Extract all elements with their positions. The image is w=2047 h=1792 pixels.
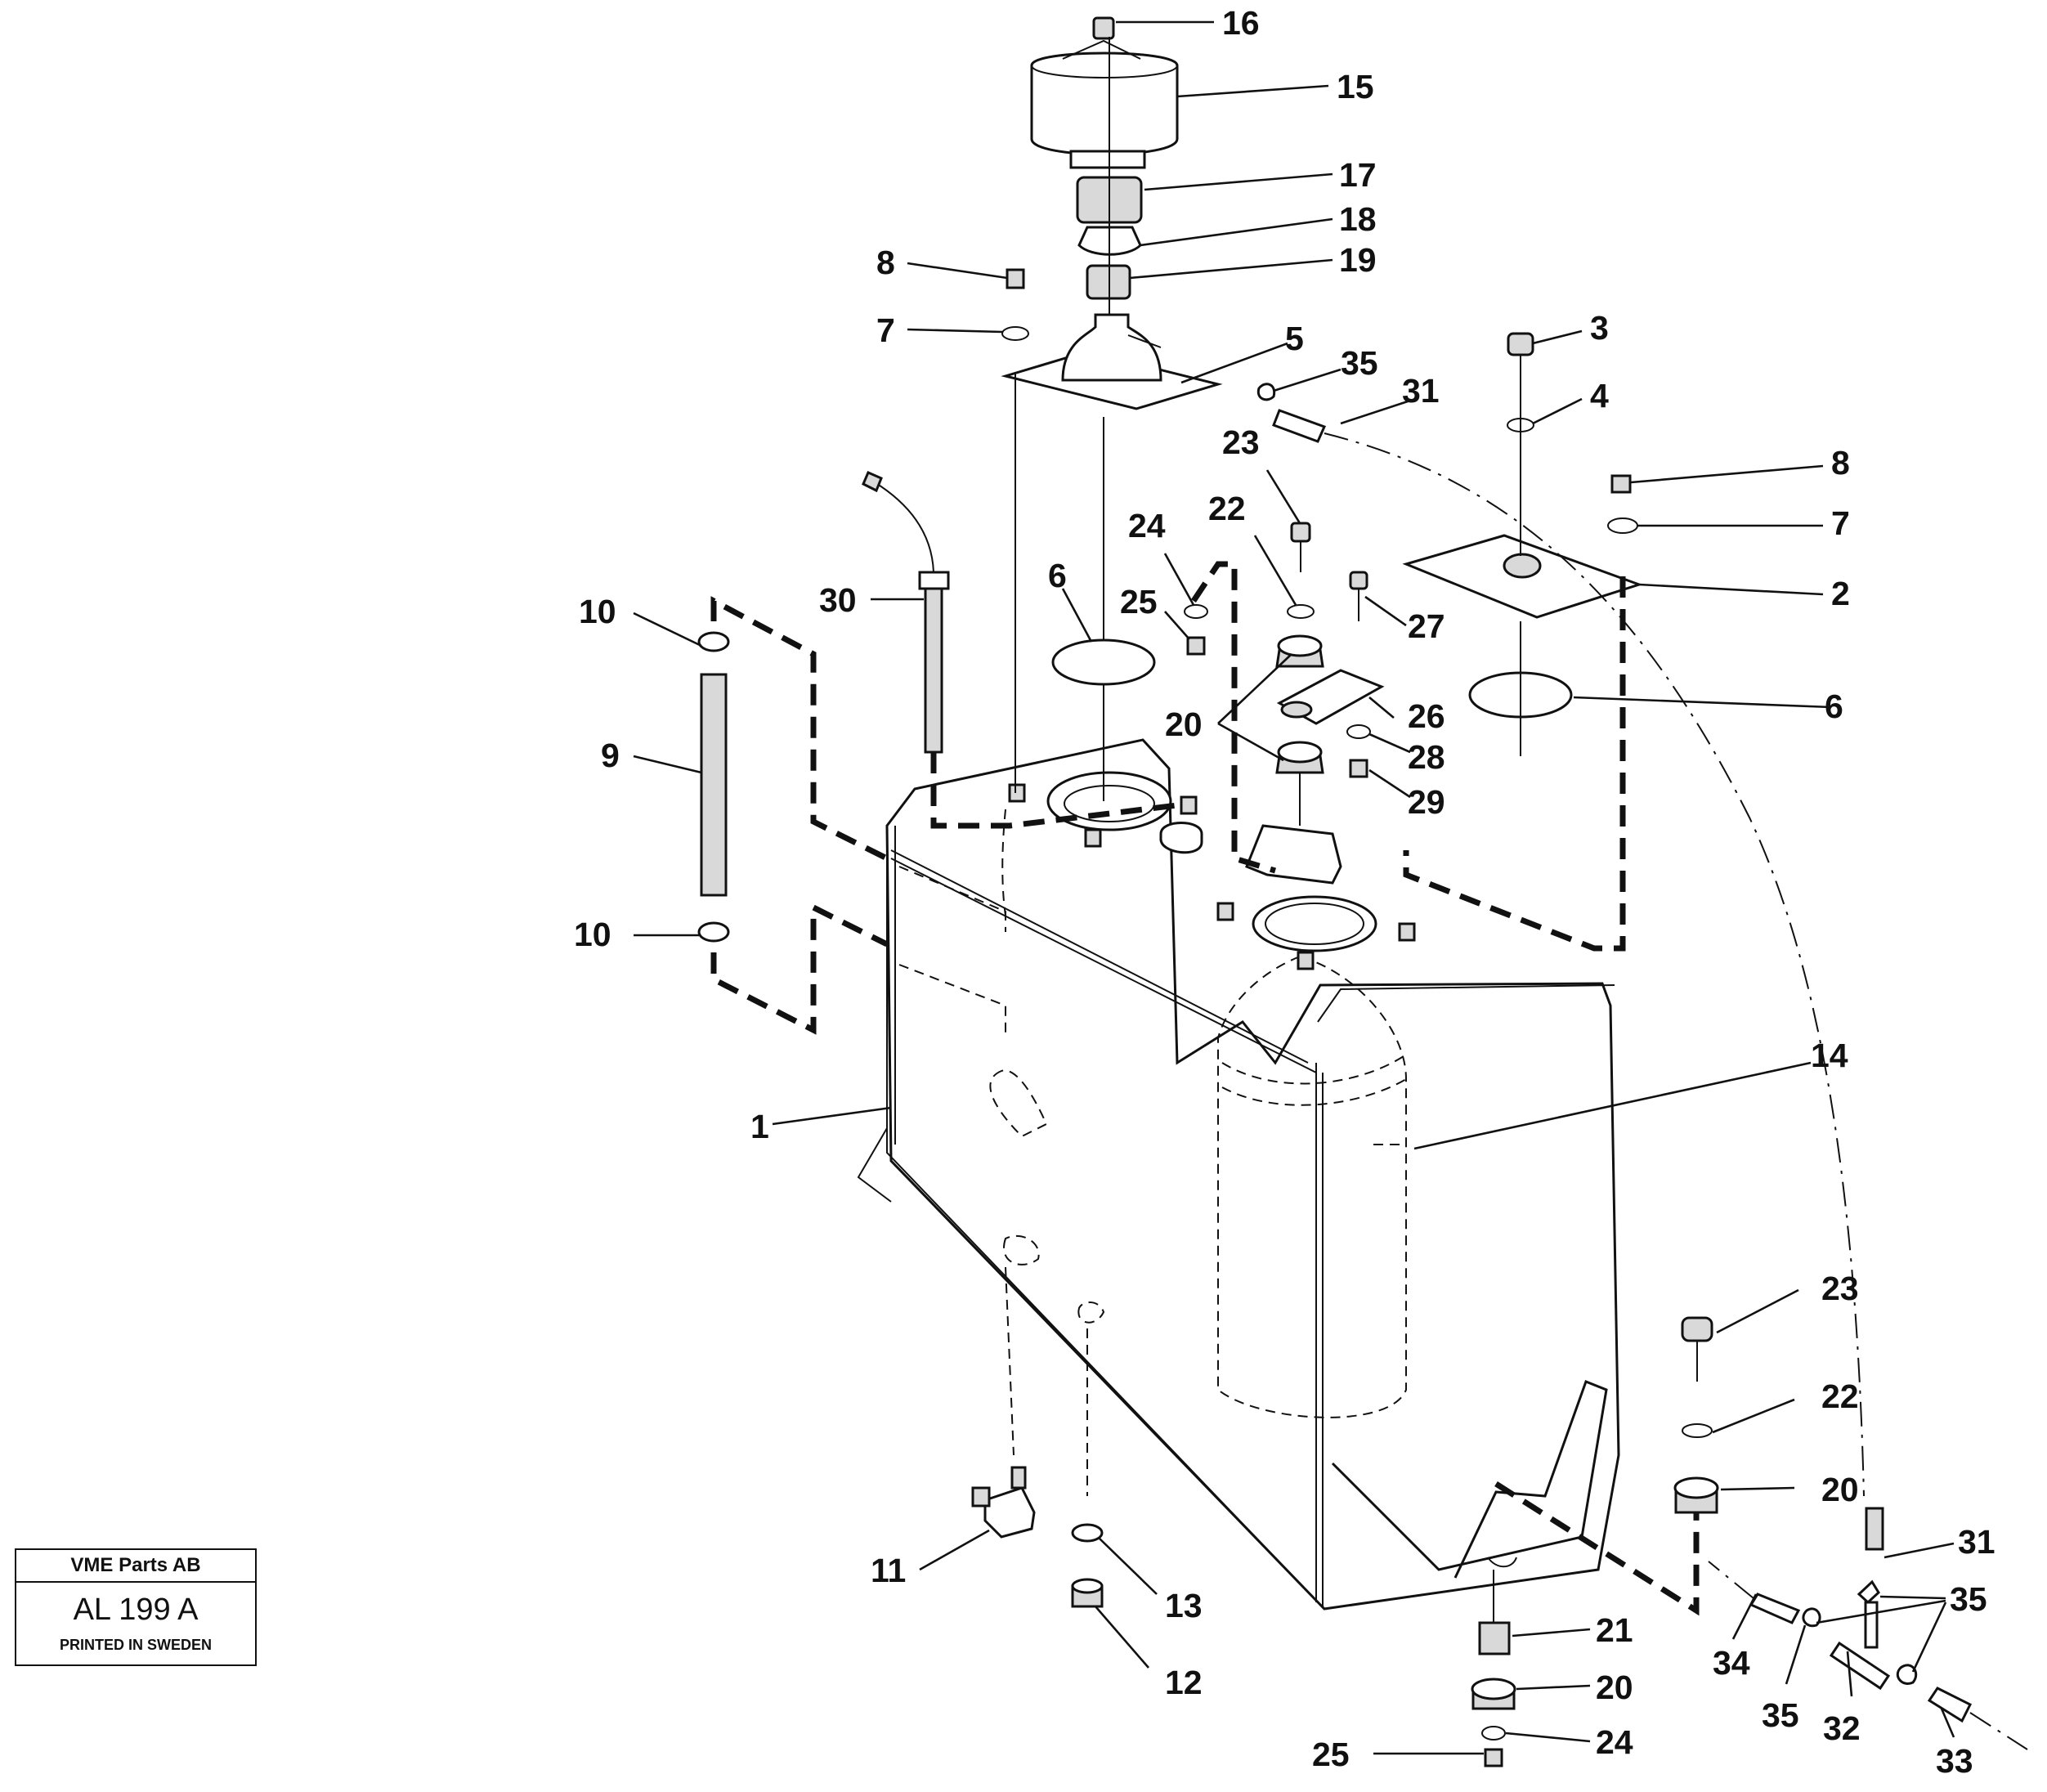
callout-10: 10 bbox=[574, 916, 611, 953]
callout-25: 25 bbox=[1120, 583, 1158, 620]
callout-28: 28 bbox=[1408, 738, 1445, 776]
callout-12: 12 bbox=[1165, 1664, 1203, 1701]
leader-lines bbox=[633, 20, 1955, 1755]
printed-note: PRINTED IN SWEDEN bbox=[59, 1637, 212, 1653]
callout-33: 33 bbox=[1936, 1742, 1973, 1780]
title-block: VME Parts AB AL 199 A PRINTED IN SWEDEN bbox=[15, 1548, 257, 1666]
callout-23: 23 bbox=[1222, 423, 1260, 461]
callout-13: 13 bbox=[1165, 1587, 1203, 1624]
callout-7: 7 bbox=[876, 311, 895, 349]
callout-20: 20 bbox=[1821, 1471, 1859, 1508]
callout-24: 24 bbox=[1128, 507, 1166, 544]
callout-31: 31 bbox=[1402, 372, 1440, 410]
callout-6: 6 bbox=[1048, 557, 1067, 594]
left-parts bbox=[697, 471, 1178, 1035]
callout-30: 30 bbox=[819, 581, 857, 619]
callout-5: 5 bbox=[1285, 320, 1304, 357]
callout-1: 1 bbox=[750, 1108, 769, 1145]
callout-32: 32 bbox=[1823, 1709, 1861, 1747]
callout-18: 18 bbox=[1339, 200, 1377, 238]
callout-4: 4 bbox=[1590, 377, 1609, 414]
callout-24: 24 bbox=[1596, 1723, 1633, 1761]
callout-20: 20 bbox=[1596, 1669, 1633, 1706]
cover-plate-assembly bbox=[1402, 332, 1643, 952]
callout-8: 8 bbox=[1831, 444, 1850, 482]
callout-7: 7 bbox=[1831, 504, 1850, 542]
lower-parts bbox=[971, 1316, 1719, 1767]
callout-2: 2 bbox=[1831, 575, 1850, 612]
callout-11: 11 bbox=[871, 1552, 906, 1589]
callout-3: 3 bbox=[1590, 309, 1609, 347]
callout-27: 27 bbox=[1408, 607, 1445, 645]
callout-9: 9 bbox=[601, 737, 620, 774]
callout-34: 34 bbox=[1713, 1644, 1750, 1682]
callout-14: 14 bbox=[1811, 1037, 1848, 1074]
callout-6: 6 bbox=[1825, 688, 1843, 725]
callout-8: 8 bbox=[876, 244, 895, 281]
callout-15: 15 bbox=[1337, 68, 1374, 105]
tank-body bbox=[857, 738, 1620, 1611]
callout-26: 26 bbox=[1408, 697, 1445, 735]
callout-31: 31 bbox=[1958, 1523, 1995, 1561]
callout-labels: 16 15 17 18 19 8 7 5 35 31 3 4 8 7 2 23 … bbox=[574, 4, 1995, 1780]
hoses bbox=[1256, 383, 2028, 1750]
callout-17: 17 bbox=[1339, 156, 1377, 194]
callout-20: 20 bbox=[1165, 706, 1203, 743]
callout-22: 22 bbox=[1821, 1378, 1859, 1415]
callout-25: 25 bbox=[1312, 1736, 1350, 1773]
center-parts bbox=[1001, 268, 1385, 874]
callout-10: 10 bbox=[579, 593, 616, 630]
callout-35: 35 bbox=[1950, 1580, 1987, 1618]
callout-35: 35 bbox=[1762, 1696, 1799, 1734]
callout-16: 16 bbox=[1222, 4, 1260, 42]
callout-29: 29 bbox=[1408, 783, 1445, 821]
company-name: VME Parts AB bbox=[16, 1550, 255, 1583]
callout-35: 35 bbox=[1341, 344, 1378, 382]
breather-filter-assembly bbox=[1001, 16, 1223, 801]
callout-21: 21 bbox=[1596, 1611, 1633, 1649]
callout-22: 22 bbox=[1208, 490, 1246, 527]
drawing-number: AL 199 A bbox=[73, 1593, 199, 1627]
callout-19: 19 bbox=[1339, 241, 1377, 279]
callout-23: 23 bbox=[1821, 1270, 1859, 1307]
